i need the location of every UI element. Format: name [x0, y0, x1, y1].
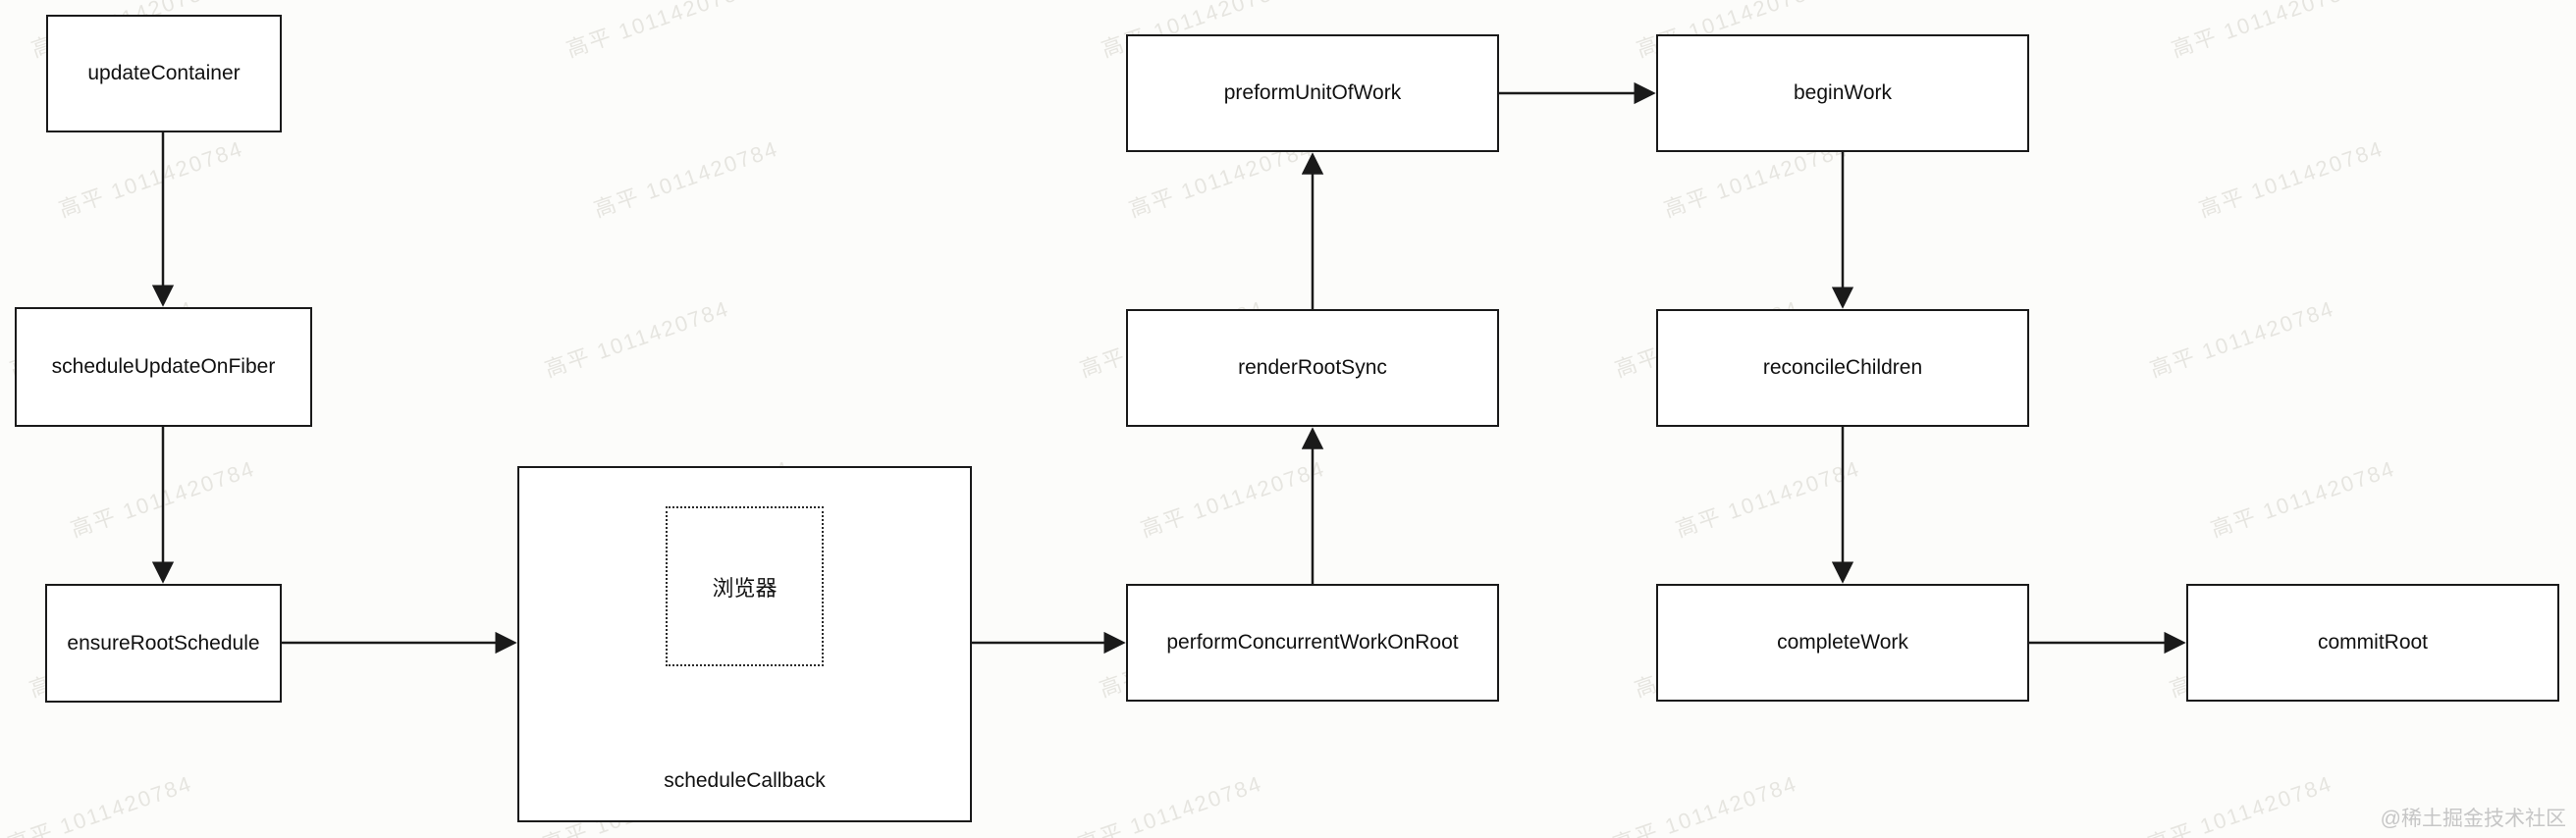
node-label: commitRoot [2317, 631, 2429, 654]
node-reconcile-children: reconcileChildren [1656, 309, 2029, 427]
browser-dotted-box: 浏览器 [666, 506, 824, 666]
node-label: performConcurrentWorkOnRoot [1166, 631, 1459, 654]
browser-label: 浏览器 [712, 575, 778, 601]
node-update-container: updateContainer [46, 15, 282, 132]
node-ensure-root-schedule: ensureRootSchedule [45, 584, 282, 703]
node-render-root-sync: renderRootSync [1126, 309, 1499, 427]
node-commit-root: commitRoot [2186, 584, 2559, 702]
node-preform-unit-of-work: preformUnitOfWork [1126, 34, 1499, 152]
node-label: scheduleUpdateOnFiber [51, 355, 276, 378]
node-begin-work: beginWork [1656, 34, 2029, 152]
node-label: beginWork [1794, 81, 1892, 104]
node-label: ensureRootSchedule [67, 631, 260, 655]
node-label: renderRootSync [1238, 356, 1387, 379]
node-label: updateContainer [87, 62, 241, 84]
node-perform-concurrent-work-on-root: performConcurrentWorkOnRoot [1126, 584, 1499, 702]
node-label: reconcileChildren [1762, 356, 1923, 379]
node-label: preformUnitOfWork [1223, 81, 1402, 104]
node-label: completeWork [1777, 631, 1908, 654]
node-label: scheduleCallback [664, 769, 826, 792]
node-complete-work: completeWork [1656, 584, 2029, 702]
community-credit: @稀土掘金技术社区 [2380, 808, 2566, 830]
node-schedule-update-on-fiber: scheduleUpdateOnFiber [15, 307, 312, 427]
node-schedule-callback: 浏览器 scheduleCallback [517, 466, 972, 822]
